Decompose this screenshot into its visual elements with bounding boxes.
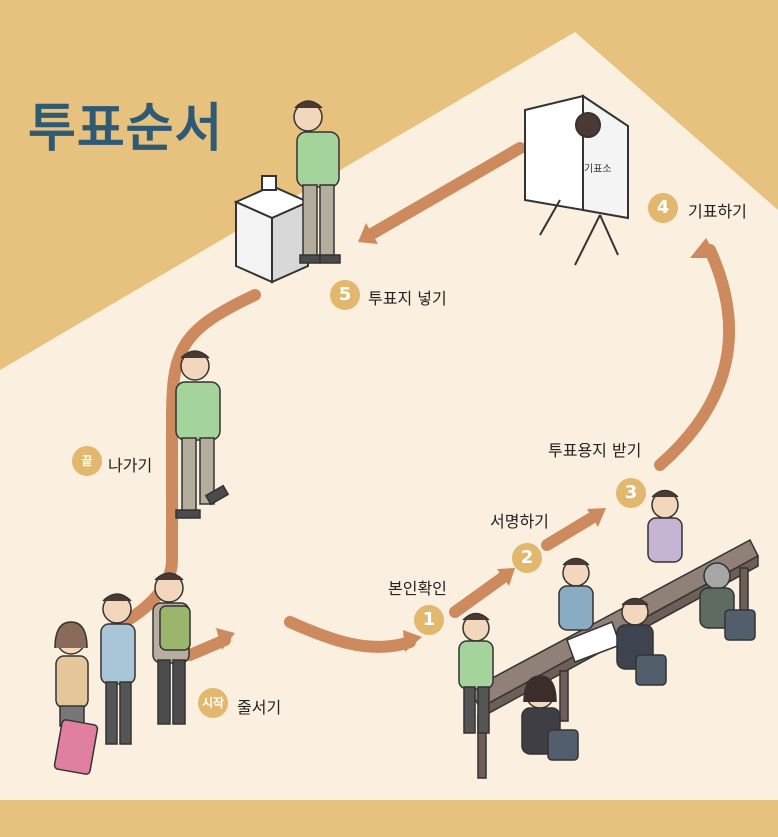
voter-at-box	[293, 100, 341, 264]
bottom-strip	[0, 800, 778, 837]
path-line-to-queue	[184, 634, 231, 661]
step-1-label: 본인확인	[388, 579, 447, 598]
path-line-to-ballot	[541, 510, 601, 551]
step-start-label: 줄서기	[237, 698, 282, 717]
arrow-head-booth	[690, 238, 718, 258]
step-4-label: 기표하기	[688, 202, 747, 221]
arrow-head-queue	[216, 628, 235, 650]
step-end-label: 나가기	[108, 456, 153, 475]
voter-exiting	[175, 350, 230, 519]
arrow-head-sign	[497, 568, 515, 586]
path-line-to-booth	[654, 244, 735, 471]
booth-sign: 기표소	[584, 164, 612, 175]
step-3-badge: 3	[616, 478, 646, 508]
step-end-badge: 끝	[72, 446, 102, 476]
step-5-badge: 5	[330, 280, 360, 310]
step-2-label: 서명하기	[490, 512, 549, 531]
step-5-label: 투표지 넣기	[368, 289, 447, 308]
path-line-to-box	[364, 142, 526, 241]
path-arrows	[104, 142, 735, 661]
table-people	[458, 489, 756, 761]
queue-people	[53, 572, 191, 775]
step-2-badge: 2	[512, 543, 542, 573]
voting-booth	[524, 94, 629, 266]
step-start-badge: 시작	[198, 688, 228, 718]
step-3-label: 투표용지 받기	[548, 441, 642, 460]
page-title: 투표순서	[28, 99, 224, 159]
arrow-heads	[216, 223, 718, 652]
arrow-head-ballot	[587, 508, 606, 527]
ballot-box	[233, 175, 311, 284]
path-line-to-id-check	[284, 616, 416, 653]
arrow-head-id-check	[403, 630, 422, 652]
arrow-head-box	[358, 223, 378, 244]
path-line-to-exit	[104, 289, 261, 636]
path-line-to-sign	[449, 570, 511, 618]
step-4-badge: 4	[648, 193, 678, 223]
step-1-badge: 1	[414, 605, 444, 635]
